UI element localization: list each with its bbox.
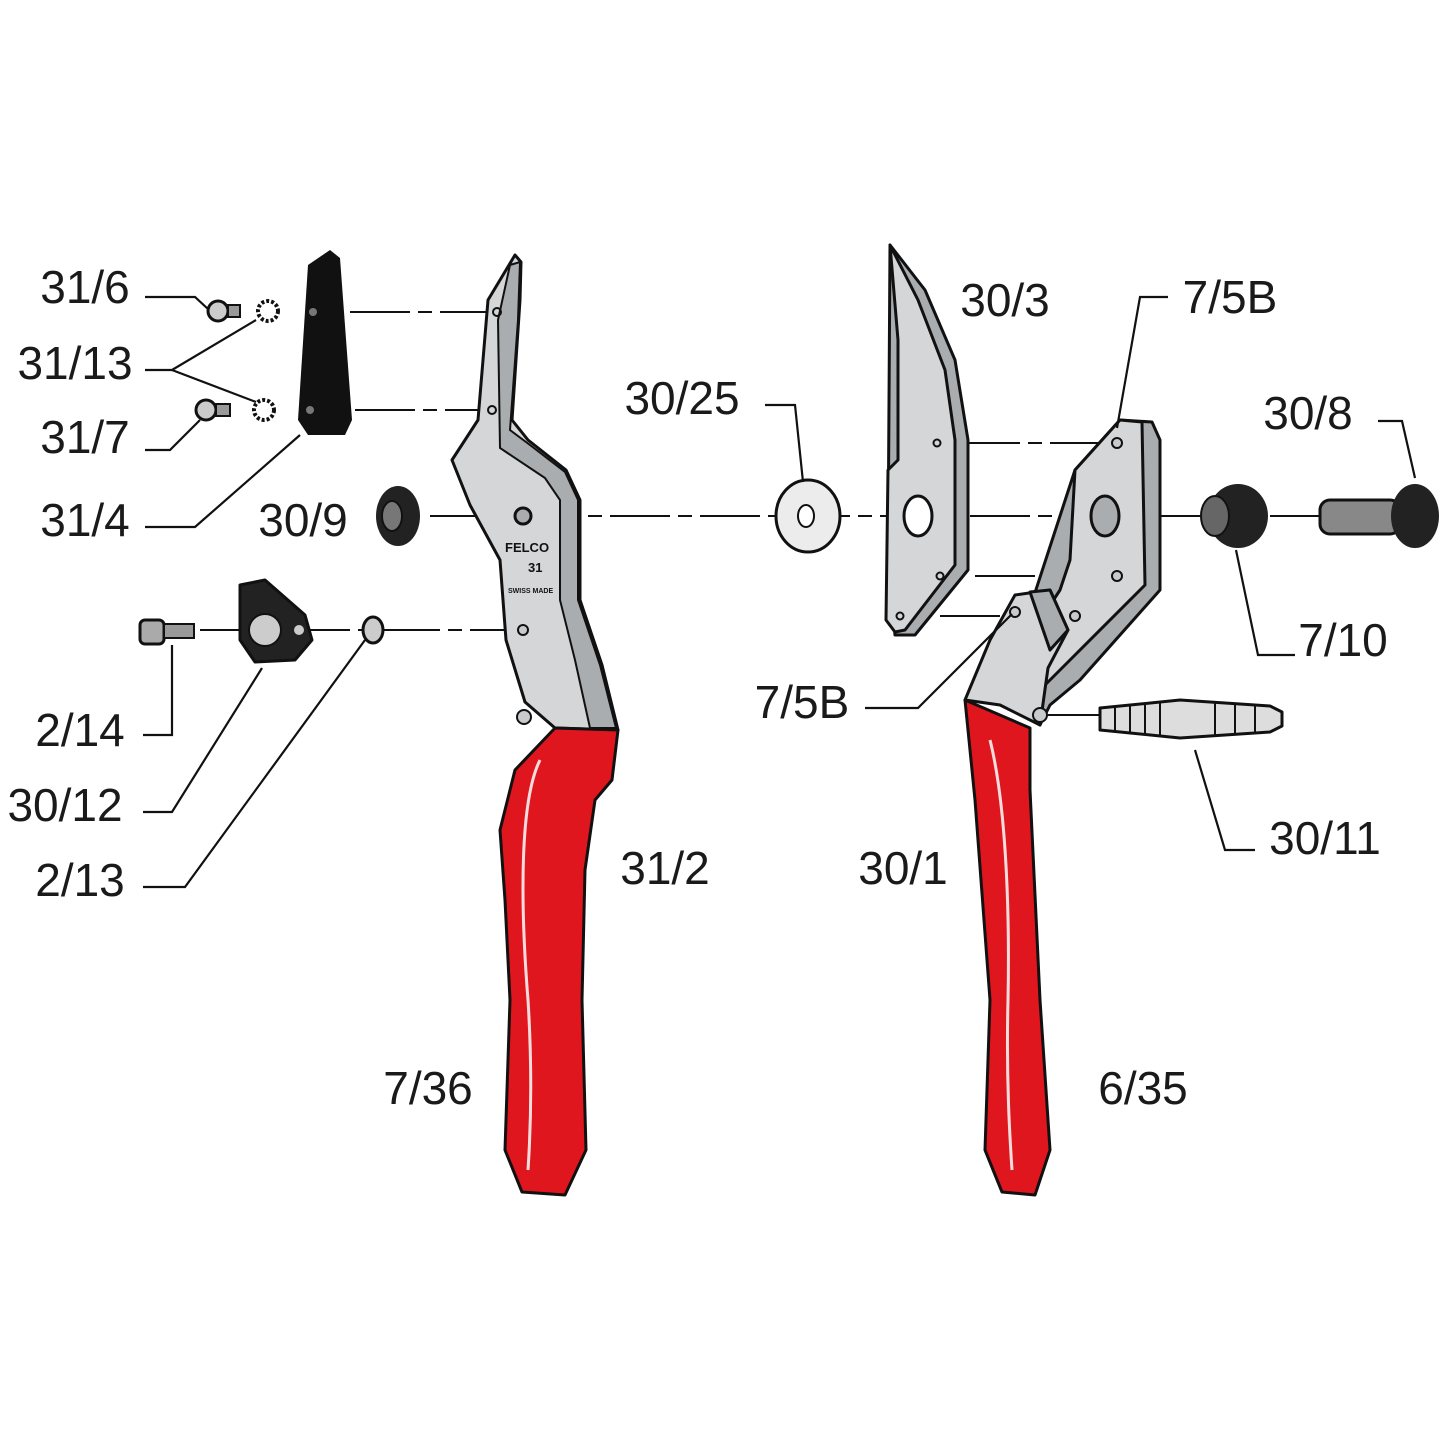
origin-marking: SWISS MADE [508,588,553,595]
screw-2-14 [138,618,195,646]
model-marking: 31 [528,560,542,575]
lock-washer-31-13-top [256,299,280,323]
brand-logo: FELCO [505,540,549,555]
label-31-4: 31/4 [40,494,130,546]
bushing-7-10 [1200,484,1268,548]
label-31-7: 31/7 [40,411,130,463]
screw-31-7 [194,398,231,422]
bolt-30-8 [1318,484,1439,548]
label-31-6: 31/6 [40,261,130,313]
label-31-2: 31/2 [620,842,710,894]
label-7-10: 7/10 [1298,614,1388,666]
part-labels: 31/6 31/13 31/7 31/4 30/9 2/14 30/12 2/1… [7,261,1387,1114]
leader-lines [143,295,1417,889]
lower-handle-grip-7-36 [498,726,620,1197]
lower-handle-31-2: FELCO 31 SWISS MADE [450,253,620,1197]
label-2-13: 2/13 [35,854,125,906]
catch-30-12 [238,578,314,664]
label-30-9: 30/9 [258,494,348,546]
label-30-11: 30/11 [1269,812,1381,864]
anvil-31-4 [298,250,352,435]
lock-washer-31-13-bottom [252,398,276,422]
spring-30-11 [1098,698,1284,740]
label-30-3: 30/3 [960,274,1050,326]
label-6-35: 6/35 [1098,1062,1188,1114]
label-2-14: 2/14 [35,704,125,756]
label-30-12: 30/12 [7,779,122,831]
label-31-13: 31/13 [17,337,132,389]
screw-31-6 [206,299,241,323]
label-7-5b-bottom: 7/5B [755,676,850,728]
label-30-25: 30/25 [624,372,739,424]
label-30-8: 30/8 [1263,387,1353,439]
label-30-1: 30/1 [858,842,948,894]
label-7-5b-top: 7/5B [1183,271,1278,323]
blade-30-3 [884,243,970,637]
upper-handle-30-1 [963,418,1162,1197]
washer-2-13 [361,615,385,645]
label-7-36: 7/36 [383,1062,473,1114]
nut-30-9 [376,486,420,546]
washer-30-25 [774,478,842,554]
